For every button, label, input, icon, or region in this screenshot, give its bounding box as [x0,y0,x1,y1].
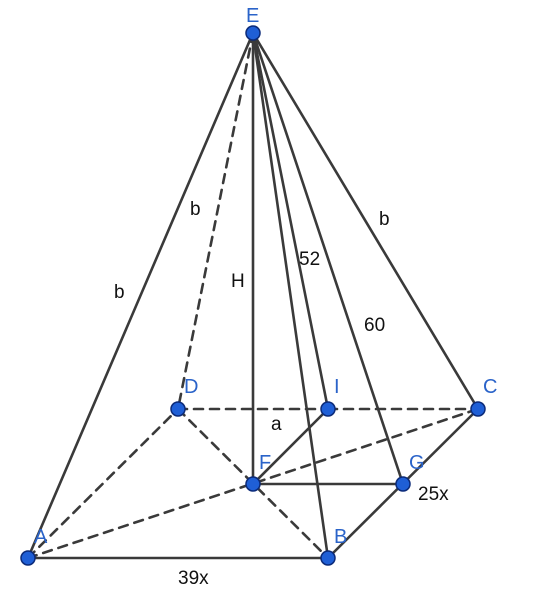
vertex-label-G: G [409,452,425,474]
edge-E-G [251,31,405,486]
edge-E-A [26,31,255,560]
vertex-A [20,550,36,566]
edge-E-I [251,31,330,411]
vertex-label-E: E [246,5,259,27]
edge-E-B [251,31,330,560]
vertex-I [320,401,336,417]
edge-F-I [251,407,330,486]
label-a: a [271,414,282,435]
edge-E-D [176,31,255,411]
label-b-left-outer: b [114,282,125,303]
vertex-B [320,550,336,566]
vertex-E [245,25,261,41]
vertex-label-F: F [259,452,271,474]
vertex-C [470,401,486,417]
vertex-label-I: I [334,376,340,398]
edge-A-C [26,407,480,560]
vertex-label-D: D [184,376,198,398]
vertex-F [245,476,261,492]
edge-E-C [251,31,480,411]
label-height: H [231,271,245,292]
vertex-label-C: C [483,376,497,398]
vertex-label-B: B [334,526,347,548]
vertex-label-A: A [34,526,48,548]
vertex-D [170,401,186,417]
label-b-right: b [379,209,390,230]
label-slant-EI: 52 [299,249,320,270]
label-bc-segment: 25x [418,484,449,505]
vertex-G [395,476,411,492]
edge-A-D [26,407,180,560]
label-slant-EG: 60 [364,315,385,336]
label-ab-side: 39x [178,568,209,589]
label-b-left-inner: b [190,199,201,220]
